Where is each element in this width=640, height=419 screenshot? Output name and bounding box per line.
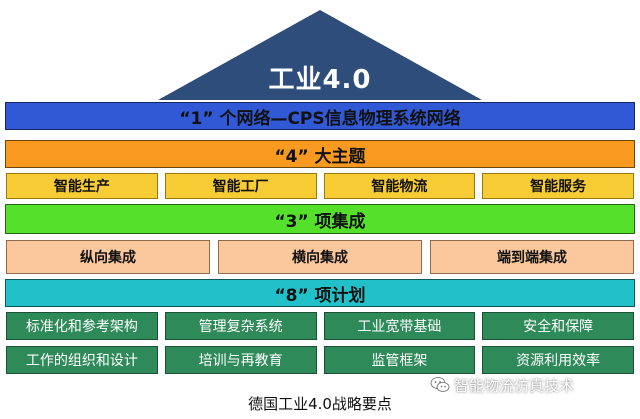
plan-box: 标准化和参考架构 [6, 312, 158, 340]
plan-bar: “8” 项计划 [5, 279, 635, 307]
caption: 德国工业4.0战略要点 [248, 394, 392, 413]
watermark-text: 智能物流仿真技术 [454, 376, 575, 395]
plan-box: 工作的组织和设计 [6, 346, 158, 374]
watermark: 智能物流仿真技术 [430, 374, 574, 396]
plan-box: 监管框架 [323, 346, 476, 374]
plan-row-2: 工作的组织和设计 培训与再教育 监管框架 资源利用效率 [6, 346, 634, 374]
network-bar: “1” 个网络—CPS信息物理系统网络 [5, 102, 635, 130]
integration-box: 横向集成 [218, 240, 422, 274]
integration-bar: “3” 项集成 [5, 204, 635, 234]
roof-title: 工业4.0 [268, 64, 372, 95]
plan-box: 培训与再教育 [164, 346, 317, 374]
themes-bar: “4” 大主题 [5, 140, 635, 168]
theme-box: 智能工厂 [164, 173, 317, 199]
roof-triangle [158, 10, 482, 100]
themes-bar-label: “4” 大主题 [274, 146, 366, 167]
theme-box: 智能物流 [323, 173, 476, 199]
integration-box: 端到端集成 [430, 240, 634, 274]
theme-box: 智能服务 [482, 173, 634, 199]
plan-box: 工业宽带基础 [323, 312, 476, 340]
wechat-icon [430, 377, 450, 392]
network-bar-label: “1” 个网络—CPS信息物理系统网络 [179, 108, 461, 129]
themes-row: 智能生产 智能工厂 智能物流 智能服务 [6, 173, 634, 199]
theme-box: 智能生产 [6, 173, 158, 199]
integration-row: 纵向集成 横向集成 端到端集成 [6, 240, 634, 274]
plan-box: 安全和保障 [482, 312, 634, 340]
integration-bar-label: “3” 项集成 [274, 211, 366, 232]
plan-bar-label: “8” 项计划 [274, 285, 366, 306]
plan-row-1: 标准化和参考架构 管理复杂系统 工业宽带基础 安全和保障 [6, 312, 634, 340]
plan-box: 管理复杂系统 [164, 312, 317, 340]
integration-box: 纵向集成 [6, 240, 210, 274]
plan-box: 资源利用效率 [482, 346, 634, 374]
